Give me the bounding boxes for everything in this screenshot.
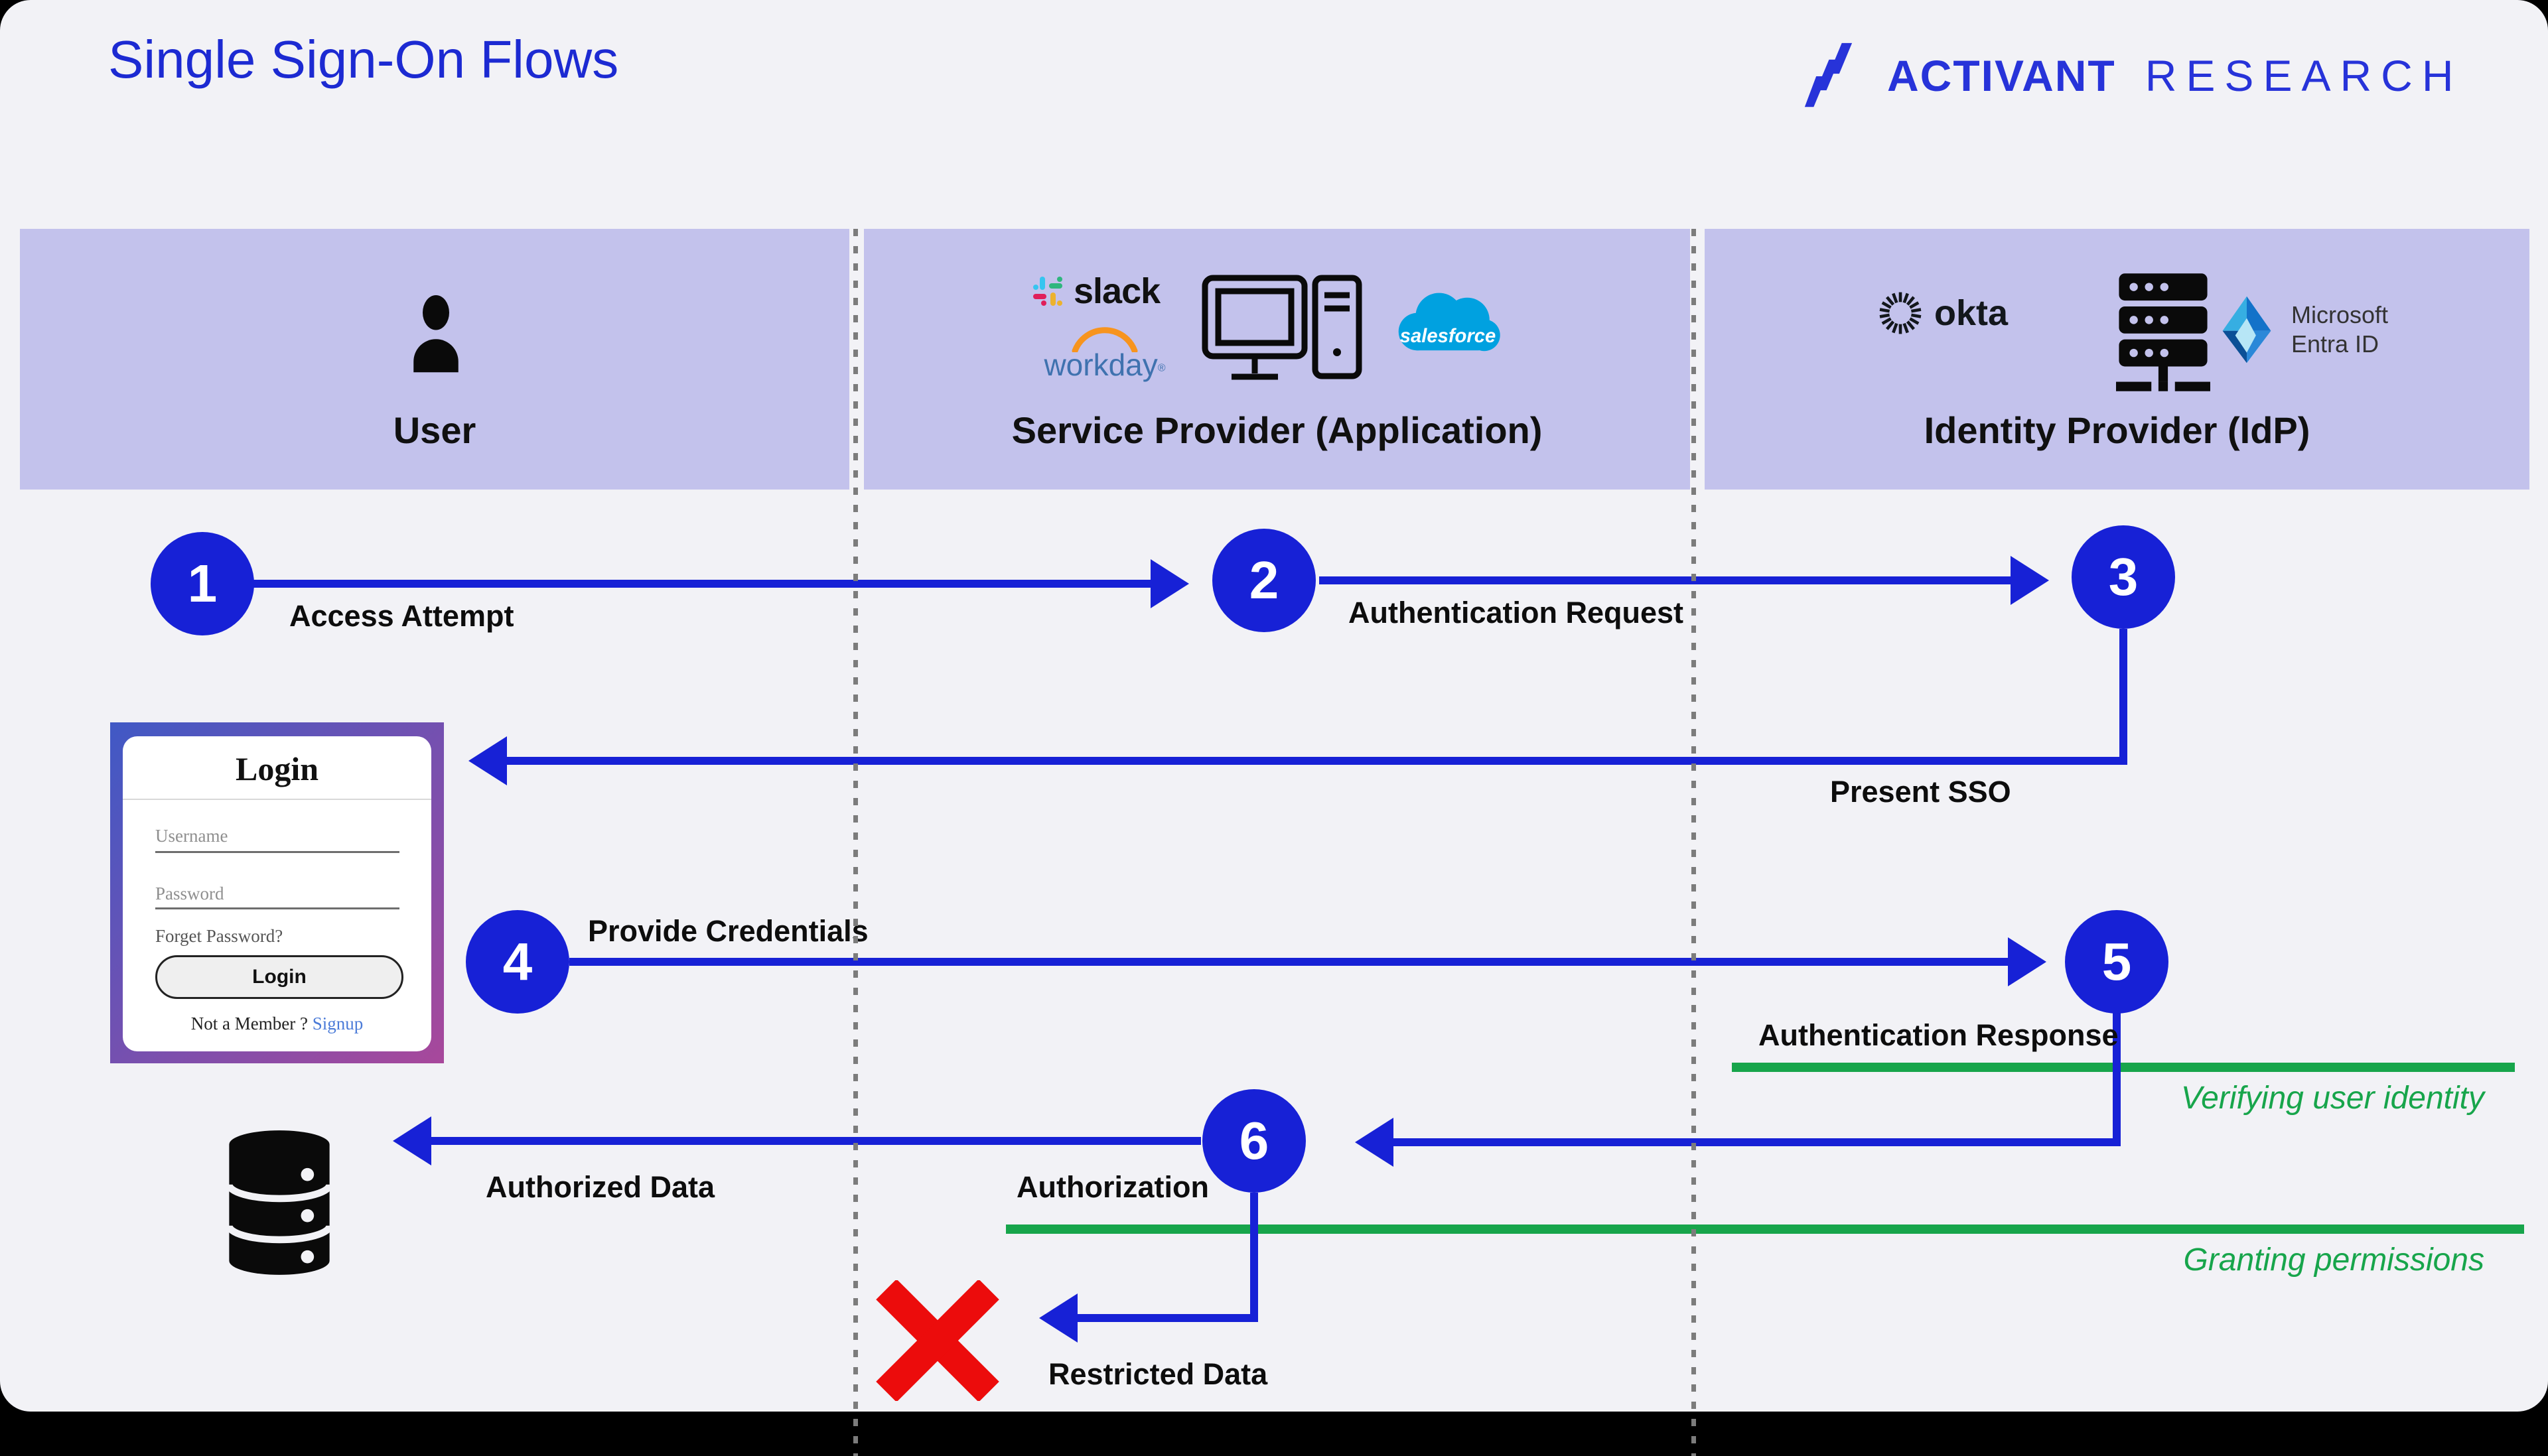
password-underline xyxy=(155,907,399,909)
microsoft-text: Microsoft xyxy=(2291,301,2389,328)
person-icon xyxy=(413,295,459,373)
slide-background xyxy=(0,0,2548,1412)
slack-icon xyxy=(1033,277,1062,306)
salesforce-wordmark: salesforce xyxy=(1400,326,1496,347)
entra-id-text: Microsoft Entra ID xyxy=(2291,300,2388,359)
step-circle-5: 5 xyxy=(2065,910,2168,1014)
workday-registered-mark: ® xyxy=(1157,362,1166,374)
workday-arc-icon xyxy=(1072,327,1138,352)
column-divider-2 xyxy=(1691,229,1696,1456)
page-title: Single Sign-On Flows xyxy=(108,30,619,89)
arrow-access-attempt-head xyxy=(1151,559,1189,608)
workday-wordmark: workday xyxy=(1044,348,1158,382)
arrow-provide-credentials-line xyxy=(569,958,2009,966)
arrow-to-authorization-head xyxy=(1355,1118,1393,1167)
password-field[interactable]: Password xyxy=(155,884,224,903)
salesforce-logo: salesforce xyxy=(1388,286,1508,362)
column-label-identity-provider: Identity Provider (IdP) xyxy=(1924,409,2310,451)
label-restricted-data: Restricted Data xyxy=(1048,1357,1268,1391)
arrow-provide-credentials-head xyxy=(2008,937,2046,986)
arrow-restricted-head xyxy=(1039,1293,1078,1343)
slack-logo: slack xyxy=(1031,271,1161,312)
step-circle-6: 6 xyxy=(1202,1089,1306,1193)
brand-logo: ACTIVANT RESEARCH xyxy=(1804,38,2463,113)
arrow-access-attempt-line xyxy=(252,580,1151,588)
microsoft-entra-logo: Microsoft Entra ID xyxy=(2217,295,2388,364)
label-authentication-response: Authentication Response xyxy=(1758,1018,2119,1052)
step-circle-4: 4 xyxy=(466,910,569,1014)
column-label-user: User xyxy=(393,409,476,451)
label-authorization: Authorization xyxy=(1017,1170,1209,1204)
slack-wordmark: slack xyxy=(1074,271,1161,311)
green-line-verify xyxy=(1732,1063,2515,1072)
step-circle-3: 3 xyxy=(2072,525,2175,629)
login-card: Login Username Password Forget Password?… xyxy=(110,722,444,1063)
arrow-auth-request-line xyxy=(1319,576,2012,584)
arrow-present-sso-line xyxy=(506,757,2127,765)
step-number-5: 5 xyxy=(2101,932,2132,991)
okta-aura-icon xyxy=(1879,292,1922,334)
green-line-grant xyxy=(1006,1224,2524,1234)
activant-logo-icon xyxy=(1804,42,1853,107)
username-underline xyxy=(155,851,399,853)
restricted-vertical-line xyxy=(1250,1193,1258,1322)
label-provide-credentials: Provide Credentials xyxy=(588,914,869,948)
restricted-x-icon xyxy=(876,1280,999,1401)
step-circle-2: 2 xyxy=(1212,529,1316,632)
column-label-service-provider: Service Provider (Application) xyxy=(1011,409,1543,451)
entra-id-icon xyxy=(2222,296,2271,364)
login-button[interactable]: Login xyxy=(155,955,403,999)
username-field[interactable]: Username xyxy=(155,826,228,846)
column-header-user: User xyxy=(20,229,849,490)
column-header-identity-provider: okta xyxy=(1705,229,2529,490)
forgot-password-link[interactable]: Forget Password? xyxy=(155,926,283,946)
step-number-4: 4 xyxy=(502,932,533,991)
entra-id-label: Entra ID xyxy=(2291,330,2379,358)
step-number-1: 1 xyxy=(187,554,218,613)
step-circle-1: 1 xyxy=(151,532,254,635)
signup-row: Not a Member ? Signup xyxy=(123,1014,431,1034)
note-granting-permissions: Granting permissions xyxy=(2183,1242,2484,1278)
arrow-restricted-line xyxy=(1076,1314,1258,1322)
arrow-to-authorization-line xyxy=(1392,1138,2121,1146)
server-icon xyxy=(2116,272,2210,393)
auth-response-vertical-line xyxy=(2113,1012,2121,1146)
login-divider xyxy=(123,799,431,800)
signup-link[interactable]: Signup xyxy=(312,1014,364,1033)
column-header-service-provider: slack workday® xyxy=(864,229,1690,490)
note-verifying-user-identity: Verifying user identity xyxy=(2180,1081,2484,1116)
arrow-auth-request-head xyxy=(2011,556,2049,605)
workday-logo: workday® xyxy=(1035,322,1174,383)
label-access-attempt: Access Attempt xyxy=(289,599,514,633)
step-number-2: 2 xyxy=(1249,551,1279,610)
brand-name: ACTIVANT xyxy=(1887,51,2116,100)
label-authorized-data: Authorized Data xyxy=(486,1170,715,1204)
step-number-6: 6 xyxy=(1239,1111,1269,1170)
label-present-sso: Present SSO xyxy=(1830,775,2011,809)
column-divider-1 xyxy=(853,229,858,1456)
login-form: Login Username Password Forget Password?… xyxy=(123,736,431,1051)
label-authentication-request: Authentication Request xyxy=(1348,596,1684,629)
okta-logo: okta xyxy=(1876,289,2008,338)
present-sso-vertical-line xyxy=(2119,629,2127,765)
step-number-3: 3 xyxy=(2108,547,2139,606)
arrow-present-sso-head xyxy=(468,736,507,785)
okta-wordmark: okta xyxy=(1934,293,2009,333)
brand-suffix: RESEARCH xyxy=(2145,51,2463,100)
login-form-title: Login xyxy=(235,750,319,787)
arrow-authorized-data-line xyxy=(430,1137,1201,1145)
arrow-authorized-data-head xyxy=(393,1116,431,1165)
not-a-member-text: Not a Member ? xyxy=(190,1014,308,1033)
computer-icon xyxy=(1201,274,1364,383)
database-icon xyxy=(226,1130,333,1275)
